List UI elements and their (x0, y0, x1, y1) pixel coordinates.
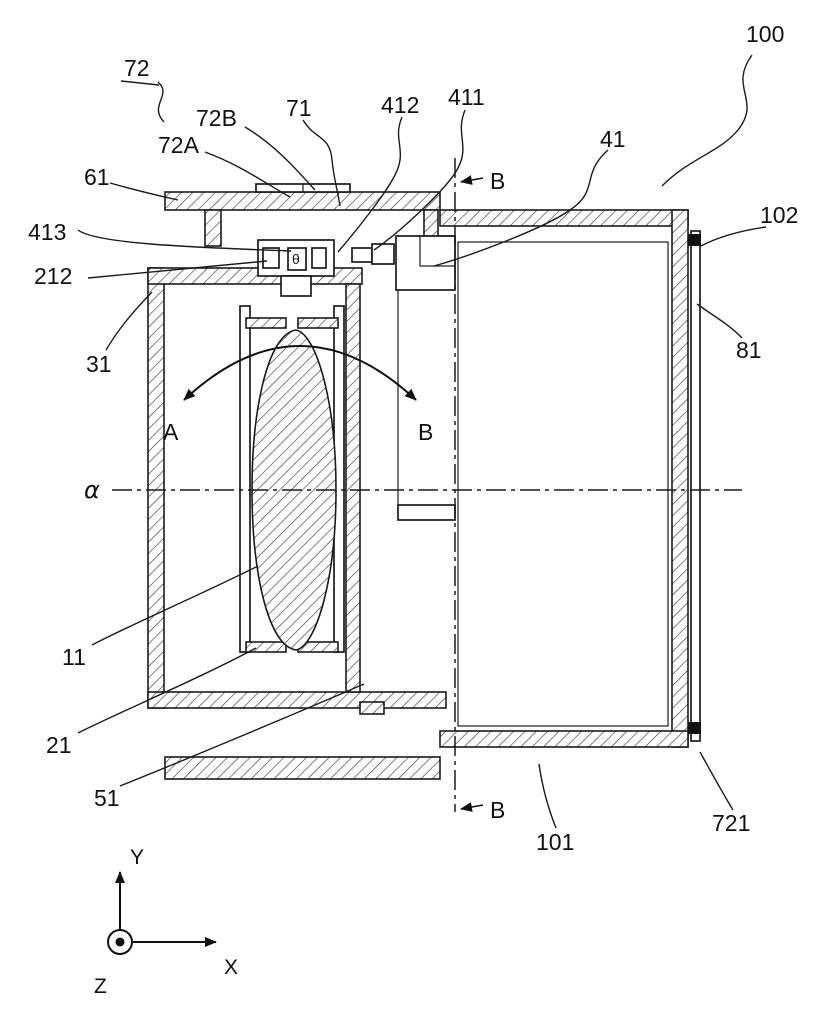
x-axis-label: X (224, 956, 238, 979)
optical-axis-label: α (84, 476, 100, 504)
rear-strip-lug-top (688, 234, 701, 246)
section-label-top: B (490, 168, 505, 194)
leader-81 (696, 303, 743, 339)
label-41: 41 (600, 126, 626, 152)
pivot-left-block (262, 247, 280, 269)
rear-strip (690, 230, 701, 742)
leader-41 (433, 149, 609, 267)
lens-cell-left-rail (239, 305, 251, 653)
leader-21 (77, 647, 257, 734)
coordinate-indicator: Y X Z (94, 846, 238, 998)
lens-unit (239, 305, 345, 653)
housing-top-wall (439, 209, 689, 227)
frame-bottom-plate (147, 691, 447, 709)
z-axis-dot (115, 937, 125, 947)
fixed-housing (439, 209, 701, 748)
label-81: 81 (736, 337, 762, 363)
label-51: 51 (94, 785, 120, 811)
housing-bottom-wall (439, 730, 689, 748)
label-102: 102 (760, 202, 798, 228)
top-bar-right-leg (423, 209, 439, 239)
lens-retainer-top-right (297, 317, 339, 329)
pivot-stem (280, 275, 312, 297)
leader-102 (700, 226, 767, 247)
leader-413 (77, 229, 292, 252)
label-721: 721 (712, 810, 750, 836)
section-label-bottom: B (490, 797, 505, 823)
leader-11 (91, 565, 259, 646)
lens-retainer-bottom-left (245, 641, 287, 653)
label-11: 11 (62, 644, 86, 670)
leader-101 (538, 763, 557, 829)
frame-left-wall (147, 267, 165, 709)
top-frame (164, 183, 441, 247)
leader-lines (77, 54, 767, 829)
label-212: 212 (34, 263, 72, 289)
centerlines (112, 158, 742, 812)
leader-411 (373, 109, 466, 251)
label-31: 31 (86, 351, 112, 377)
link-block-small (351, 247, 373, 263)
rotation-arc (183, 345, 417, 401)
label-71: 71 (286, 95, 312, 121)
label-72: 72 (124, 55, 150, 81)
leader-100 (661, 54, 753, 187)
frame-mid-wall (345, 283, 361, 693)
leader-72 (157, 81, 165, 123)
rotation-label-b: B (418, 419, 433, 445)
leader-72A (204, 151, 291, 198)
label-61: 61 (84, 164, 110, 190)
marker-labels: B B A B α θ (84, 168, 505, 823)
step-notch (397, 504, 456, 521)
underline-72 (120, 80, 160, 86)
pivot-mechanism (257, 235, 456, 297)
leader-212 (87, 260, 268, 279)
reference-labels: 100 72 72B 72A 71 412 411 41 61 413 212 … (28, 21, 798, 855)
label-413: 413 (28, 219, 66, 245)
housing-right-wall (671, 209, 689, 748)
angle-symbol: θ (292, 251, 300, 267)
leader-71 (302, 119, 341, 207)
link-block-large (371, 243, 395, 265)
leader-72B (244, 126, 316, 191)
label-412: 412 (381, 92, 419, 118)
label-411: 411 (448, 84, 485, 110)
moving-frame (147, 267, 447, 780)
y-axis-label: Y (130, 846, 144, 869)
label-101: 101 (536, 829, 574, 855)
barrel-step (397, 290, 456, 521)
rotation-label-a: A (163, 419, 179, 445)
bottom-bar (164, 756, 441, 780)
section-pointer-bottom (460, 802, 484, 812)
lens-retainer-top-left (245, 317, 287, 329)
angle-box (287, 247, 307, 271)
pivot-right-block (311, 247, 327, 269)
leader-51 (119, 683, 365, 787)
housing-inner-sleeve (457, 241, 669, 727)
frame-foot (359, 701, 385, 715)
leader-31 (105, 291, 153, 351)
rear-strip-lug-bottom (688, 722, 701, 734)
z-axis-label: Z (94, 975, 107, 998)
label-72A: 72A (158, 132, 200, 158)
top-bar-left-leg (204, 209, 222, 247)
top-bar (164, 191, 441, 211)
label-21: 21 (46, 732, 72, 758)
label-100: 100 (746, 21, 784, 47)
leader-721 (699, 751, 734, 811)
leader-61 (109, 182, 179, 201)
leader-412 (337, 116, 403, 253)
label-72B: 72B (196, 105, 237, 131)
section-pointer-top (460, 175, 484, 185)
